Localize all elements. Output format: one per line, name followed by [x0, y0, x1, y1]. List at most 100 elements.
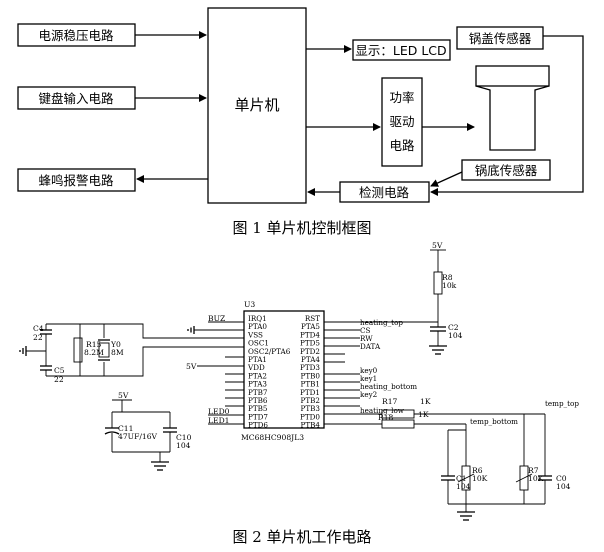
- r15-label: R15: [86, 340, 102, 349]
- c1-label: C1: [456, 474, 467, 483]
- net-5v-cap-label: 5V: [118, 391, 129, 400]
- chip-right-pin-label: PTD0: [300, 412, 320, 421]
- chip-left-pin-label: IRQ1: [248, 314, 267, 323]
- chip-right-pin-label: PTB1: [301, 380, 321, 389]
- chip-left-pin-label: PTA3: [248, 380, 267, 389]
- net-key2-label: key2: [360, 390, 377, 399]
- lid-sensor-label: 锅盖传感器: [469, 31, 532, 46]
- y0-label: Y0: [110, 340, 121, 349]
- bottom-sensor-to-detect-arrow: [430, 171, 463, 187]
- r17-value: 1K: [420, 397, 431, 406]
- r17-label: R17: [382, 397, 398, 406]
- lid-sensor-block: [456, 26, 544, 50]
- power-driver-label-1: 功率: [389, 90, 414, 105]
- chip-left-pin-label: PTD7: [248, 412, 268, 421]
- mcu-chip-body: [243, 310, 325, 429]
- keyboard-input-label: 键盘输入电路: [38, 91, 114, 106]
- net-heating-top-label: heating_top: [360, 318, 403, 327]
- chip-left-pin-label: VDD: [247, 363, 265, 372]
- c11-label: C11: [118, 424, 133, 433]
- net-heating-bottom-label: heating_bottom: [360, 382, 417, 391]
- figure1-caption: 图 1 单片机控制框图: [232, 219, 371, 237]
- chip-right-pins: RSTPTA5PTD4PTD5PTD2PTA4PTD3PTB0PTB1PTD1P…: [300, 314, 320, 430]
- buzzer-alarm-label: 蜂鸣报警电路: [38, 173, 114, 188]
- c1-value: 104: [456, 482, 471, 491]
- buzzer-alarm-block: [17, 168, 136, 192]
- chip-right-pin-label: PTD4: [300, 330, 320, 339]
- c10-label: C10: [176, 433, 192, 442]
- r7-value: 10K: [528, 474, 544, 483]
- display-block: [352, 39, 451, 61]
- chip-left-pin-label: PTB7: [248, 388, 268, 397]
- y0-value: 8M: [111, 348, 124, 357]
- chip-right-pin-label: PTB3: [301, 404, 321, 413]
- lid-sensor-to-detect-arrow: [430, 35, 584, 196]
- c4-value: 22: [33, 333, 43, 342]
- c5-label: C5: [54, 366, 65, 375]
- chip-left-pin-label: OSC1: [248, 339, 269, 348]
- chip-right-pin-label: PTB2: [301, 396, 321, 405]
- c2-label: C2: [448, 323, 459, 332]
- net-buz-label: BUZ: [208, 314, 225, 323]
- c11-value: 47UF/16V: [118, 432, 158, 441]
- r6-value: 10K: [472, 474, 488, 483]
- chip-right-pin-label: PTD1: [300, 388, 320, 397]
- chip-left-pin-label: VSS: [247, 330, 263, 339]
- c5-value: 22: [54, 375, 64, 384]
- c2-value: 104: [448, 331, 463, 340]
- r8-value: 10k: [442, 281, 457, 290]
- r6-label: R6: [472, 466, 483, 475]
- bottom-sensor-label: 锅底传感器: [475, 163, 538, 178]
- chip-right-pin-label: PTA5: [301, 322, 320, 331]
- chip-right-pin-label: PTB0: [301, 371, 321, 380]
- chip-right-pin-label: RST: [305, 314, 320, 323]
- block-diagram: 电源稳压电路 键盘输入电路 蜂鸣报警电路 单片机 显示：LED LCD 锅盖传感…: [17, 7, 584, 237]
- chip-right-pin-label: PTA4: [301, 355, 320, 364]
- r18-label: R18: [378, 413, 394, 422]
- chip-part-number: MC68HC908JL3: [241, 433, 304, 442]
- chip-right-pin-label: PTD5: [300, 339, 320, 348]
- net-key0-label: key0: [360, 366, 378, 375]
- c4-label: C4: [33, 324, 44, 333]
- r8-resistor: [433, 271, 443, 295]
- chip-left-pin-label: OSC2/PTA6: [248, 347, 291, 356]
- display-label: 显示：LED LCD: [355, 43, 446, 58]
- chip-right-pin-label: PTD2: [300, 347, 320, 356]
- net-key1-label: key1: [360, 374, 377, 383]
- bottom-sensor-block: [461, 159, 551, 181]
- r15-value: 8.2M: [84, 348, 104, 357]
- r18-value: 1K: [418, 410, 429, 419]
- net-data-label: DATA: [360, 342, 381, 351]
- chip-left-pin-label: PTB5: [248, 404, 268, 413]
- chip-left-pins: IRQ1PTA0VSSOSC1OSC2/PTA6PTA1VDDPTA2PTA3P…: [247, 314, 291, 430]
- chip-ref: U3: [244, 300, 255, 309]
- mcu-label: 单片机: [234, 96, 279, 114]
- r15-resistor: [73, 337, 83, 363]
- net-led0-label: LED0: [208, 407, 230, 416]
- figure2-caption: 图 2 单片机工作电路: [232, 528, 371, 546]
- net-cs-label: CS: [360, 326, 370, 335]
- chip-left-pin-label: PTB6: [248, 396, 268, 405]
- c10-value: 104: [176, 441, 191, 450]
- net-temp-bottom-label: temp_bottom: [470, 417, 518, 426]
- r7-label: R7: [528, 466, 539, 475]
- chip-left-pin-label: PTA1: [248, 355, 267, 364]
- net-5v-left-label: 5V: [186, 362, 197, 371]
- power-regulator-label: 电源稳压电路: [38, 28, 114, 43]
- chip-left-pin-label: PTD6: [248, 421, 268, 430]
- power-driver-label-3: 电路: [389, 138, 415, 153]
- r8-label: R8: [442, 273, 453, 282]
- net-5v-top-label: 5V: [432, 241, 443, 250]
- chip-right-pin-label: PTD3: [300, 363, 320, 372]
- net-led1-label: LED1: [208, 416, 230, 425]
- chip-right-pin-label: PTB4: [301, 421, 321, 430]
- c0-label: C0: [556, 474, 567, 483]
- pot-graphic: [475, 65, 550, 151]
- mcu-circuit: U3 MC68HC908JL3 IRQ1PTA0VSSOSC1OSC2/PTA6…: [19, 241, 579, 546]
- chip-left-pin-label: PTA0: [248, 322, 267, 331]
- c0-value: 104: [556, 482, 571, 491]
- power-driver-label-2: 驱动: [389, 114, 414, 129]
- detection-label: 检测电路: [359, 185, 410, 200]
- net-rw-label: RW: [360, 334, 373, 343]
